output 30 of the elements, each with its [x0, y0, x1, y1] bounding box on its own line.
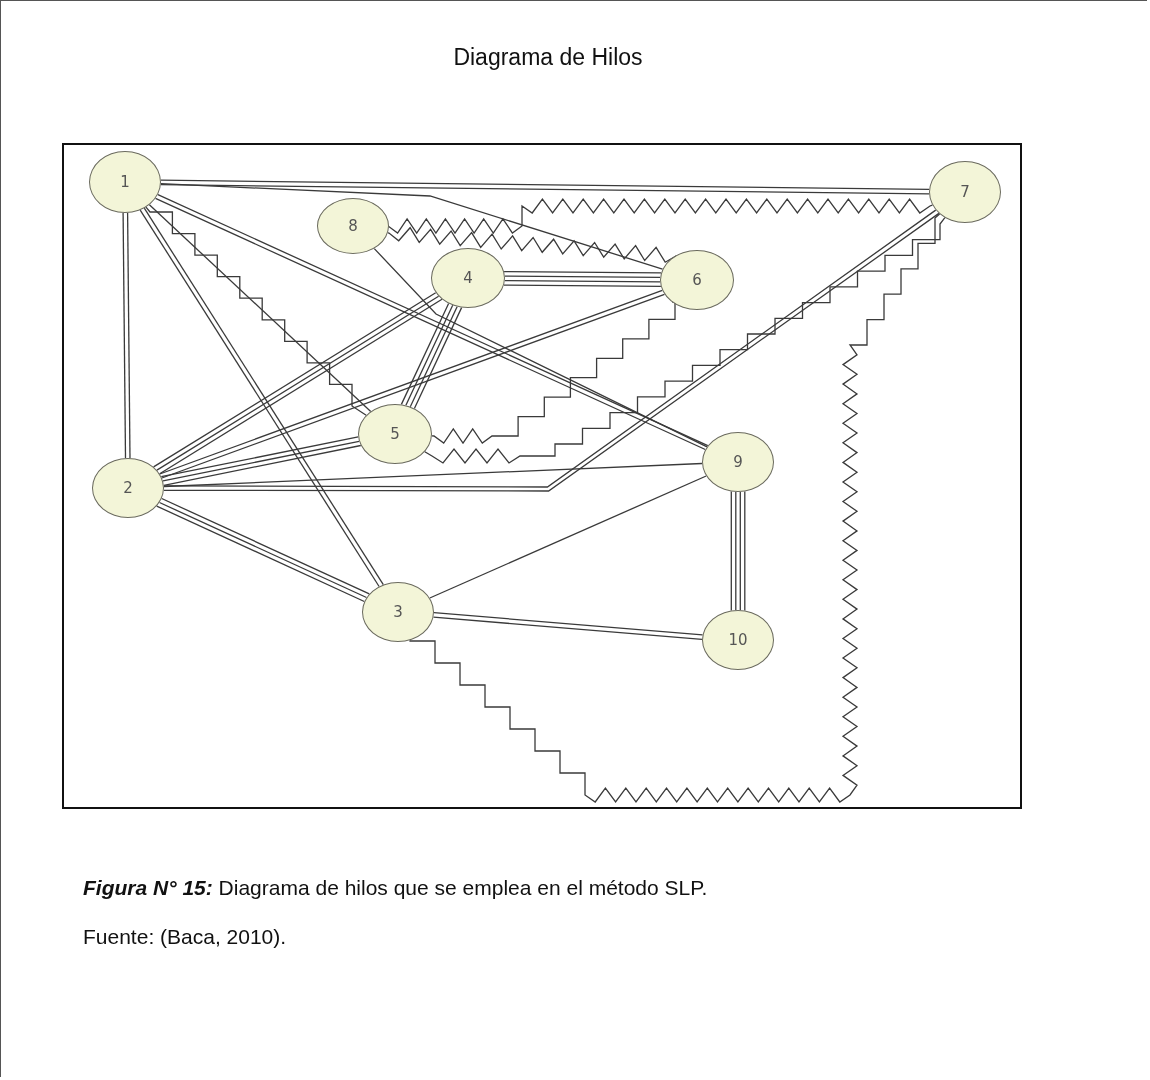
string-line: [503, 284, 662, 288]
node-number: 1: [120, 173, 130, 191]
node-number: 4: [463, 269, 473, 287]
string-line: [739, 491, 741, 611]
string-line: [160, 179, 930, 190]
string-line: [122, 212, 127, 459]
node-number: 3: [393, 603, 403, 621]
string-line: [504, 279, 661, 283]
string-line: [735, 491, 737, 611]
string-line: [160, 184, 930, 195]
node-number: 6: [692, 271, 702, 289]
string-line: [163, 462, 703, 488]
node-number: 2: [123, 479, 133, 497]
string-line: [126, 212, 131, 459]
zigzag-line: [424, 217, 946, 465]
string-line: [744, 490, 746, 612]
diagram-title: Diagrama de Hilos: [452, 44, 644, 71]
string-line: [373, 247, 708, 448]
figure-caption: Figura N° 15: Diagrama de hilos que se emplea en el método SLP.: [83, 876, 708, 900]
string-line: [160, 183, 664, 270]
node-number: 8: [348, 217, 358, 235]
string-line: [429, 475, 707, 599]
string-line: [730, 490, 732, 612]
node-number: 9: [733, 453, 743, 471]
source-note: Fuente: (Baca, 2010).: [83, 925, 287, 949]
node-number: 7: [960, 183, 970, 201]
node-number: 5: [390, 425, 400, 443]
string-line: [504, 275, 661, 279]
string-line: [503, 270, 662, 274]
node-number: 10: [728, 631, 748, 649]
